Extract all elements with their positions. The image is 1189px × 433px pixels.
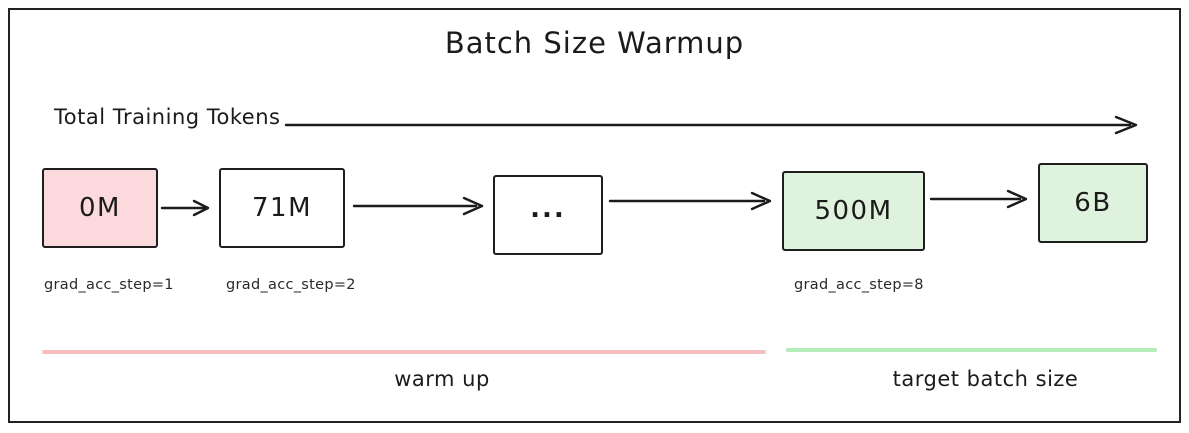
arrow-right-icon (608, 191, 772, 211)
arrow-right-icon (160, 199, 210, 217)
node-ellipsis-label: ... (530, 194, 566, 224)
node-0m: 0M (42, 168, 158, 248)
node-6b: 6B (1038, 163, 1148, 243)
node-500m: 500M (782, 171, 925, 251)
warmup-label: warm up (394, 367, 490, 391)
arrow-right-icon (352, 196, 484, 216)
warmup-underline (42, 350, 766, 354)
target-underline (786, 348, 1157, 352)
grad-acc-step-label-4: grad_acc_step=8 (794, 277, 924, 293)
total-tokens-arrow-icon (284, 115, 1138, 135)
node-6b-label: 6B (1074, 188, 1112, 218)
grad-acc-step-label-1: grad_acc_step=1 (44, 277, 174, 293)
target-batch-size-label: target batch size (892, 367, 1079, 391)
node-71m: 71M (219, 168, 345, 248)
arrow-right-icon (929, 189, 1028, 209)
axis-label: Total Training Tokens (54, 105, 281, 129)
node-ellipsis: ... (493, 175, 603, 255)
node-0m-label: 0M (79, 193, 121, 223)
node-500m-label: 500M (814, 196, 893, 226)
grad-acc-step-label-2: grad_acc_step=2 (226, 277, 356, 293)
diagram-title: Batch Size Warmup (444, 26, 745, 60)
node-71m-label: 71M (251, 193, 313, 223)
